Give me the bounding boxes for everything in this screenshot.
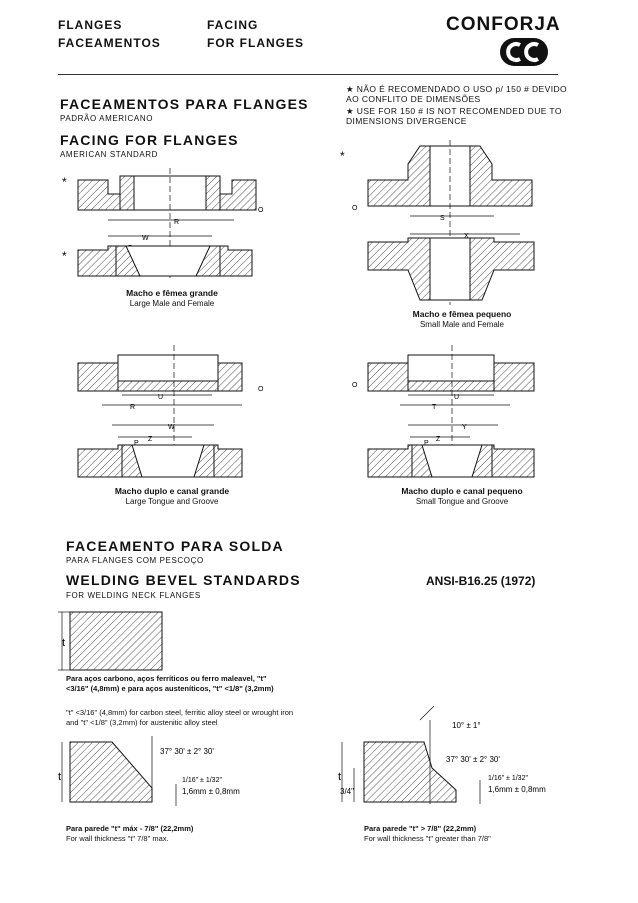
weld-sub-pt: PARA FLANGES COM PESCOÇO xyxy=(66,556,204,565)
dim-o: O xyxy=(352,205,358,212)
cap-left-en: For wall thickness "t" 7/8" max. xyxy=(66,834,169,843)
bevel-angle: 37° 30' ± 2° 30' xyxy=(446,755,500,764)
caption-small-mf-en: Small Male and Female xyxy=(419,320,505,329)
root-face-in: 1/16" ± 1/32" xyxy=(488,775,528,782)
cap-left-pt: Para parede "t" máx - 7/8" (22,2mm) xyxy=(66,824,194,833)
weld-text-en: "t" <3/16" (4,8mm) for carbon steel, fer… xyxy=(66,708,294,727)
caption-small-tg-en: Small Tongue and Groove xyxy=(415,497,509,506)
dim-o: O xyxy=(258,207,264,214)
dim-y: Y xyxy=(462,424,467,431)
facing-title-pt: FACEAMENTOS PARA FLANGES xyxy=(60,96,309,112)
dim-r: R xyxy=(130,404,135,411)
caption-large-mf-pt: Macho e fêmea grande xyxy=(126,288,218,298)
dim-p: P xyxy=(134,440,139,447)
dim-t-label: t xyxy=(338,771,341,783)
facing-sub-en: AMERICAN STANDARD xyxy=(60,150,159,159)
diagram-small-male-female: * O S X P xyxy=(340,140,535,305)
weld-text-pt: Para aços carbono, aços ferríticos ou fe… xyxy=(66,674,274,693)
weld-title-pt: FACEAMENTO PARA SOLDA xyxy=(66,538,284,554)
star-icon: ★ xyxy=(346,106,355,116)
dim-u: U xyxy=(158,394,163,401)
caption-small-mf-pt: Macho e fêmea pequeno xyxy=(412,309,512,319)
dim-r: R xyxy=(174,219,179,226)
diagram-square-end: t xyxy=(58,611,163,671)
dim-x: X xyxy=(464,233,469,240)
header-faceamentos: FACEAMENTOS xyxy=(58,36,161,50)
dim-three-quarter: 3/4" xyxy=(340,787,354,796)
caption-large-mf-en: Large Male and Female xyxy=(129,299,215,308)
facing-sub-pt: PADRÃO AMERICANO xyxy=(60,114,154,123)
caption-large-tg-en: Large Tongue and Groove xyxy=(125,497,219,506)
standard-label: ANSI-B16.25 (1972) xyxy=(426,574,536,588)
star-mark: * xyxy=(62,175,67,189)
weld-title-en: WELDING BEVEL STANDARDS xyxy=(66,572,301,588)
weld-sub-en: FOR WELDING NECK FLANGES xyxy=(66,591,201,600)
root-face-mm: 1,6mm ± 0,8mm xyxy=(182,787,240,796)
root-face-in: 1/16" ± 1/32" xyxy=(182,777,222,784)
diagram-small-tongue-groove: O U T Y Z P xyxy=(352,345,535,480)
dim-u: U xyxy=(454,394,459,401)
dim-t-label: t xyxy=(58,771,61,783)
header-flanges: FLANGES xyxy=(58,18,123,32)
diagram-large-male-female: * R O W P * xyxy=(62,168,264,278)
header-for-flanges: FOR FLANGES xyxy=(207,36,304,50)
header-facing: FACING xyxy=(207,18,259,32)
dim-z: Z xyxy=(436,436,441,443)
diagram-bevel-right: 10° ± 1° t 3/4" 37° 30' ± 2° 30' 1/16" ±… xyxy=(338,706,546,804)
dim-s: S xyxy=(440,215,445,222)
cap-right-pt: Para parede "t" > 7/8" (22,2mm) xyxy=(364,824,477,833)
caption-small-tg-pt: Macho duplo e canal pequeno xyxy=(401,486,523,496)
cap-right-en: For wall thickness "t" greater than 7/8" xyxy=(364,834,491,843)
dim-o: O xyxy=(352,382,358,389)
diagram-bevel-left: t 37° 30' ± 2° 30' 1/16" ± 1/32" 1,6mm ±… xyxy=(58,736,240,806)
dim-t: T xyxy=(432,404,437,411)
caption-large-tg-pt: Macho duplo e canal grande xyxy=(114,486,230,496)
dim-w: W xyxy=(142,235,149,242)
dim-w: W xyxy=(168,424,175,431)
note-en: ★ USE FOR 150 # IS NOT RECOMENDED DUE TO… xyxy=(346,106,562,126)
header-rule xyxy=(58,74,558,75)
facing-title-en: FACING FOR FLANGES xyxy=(60,132,239,148)
angle-10: 10° ± 1° xyxy=(452,721,481,730)
root-face-mm: 1,6mm ± 0,8mm xyxy=(488,785,546,794)
dim-p: P xyxy=(424,440,429,447)
dim-o: O xyxy=(258,386,264,393)
star-mark: * xyxy=(340,149,345,163)
note-pt: ★ NÃO É RECOMENDADO O USO p/ 150 # DEVID… xyxy=(346,84,568,104)
bevel-angle: 37° 30' ± 2° 30' xyxy=(160,747,214,756)
diagram-large-tongue-groove: U R O W Z P xyxy=(77,345,264,480)
star-mark: * xyxy=(62,249,67,263)
brand-name: CONFORJA xyxy=(446,14,561,35)
dim-z: Z xyxy=(148,436,153,443)
dim-t-label: t xyxy=(62,637,65,649)
star-icon: ★ xyxy=(346,84,355,94)
conforja-logo xyxy=(500,38,548,66)
